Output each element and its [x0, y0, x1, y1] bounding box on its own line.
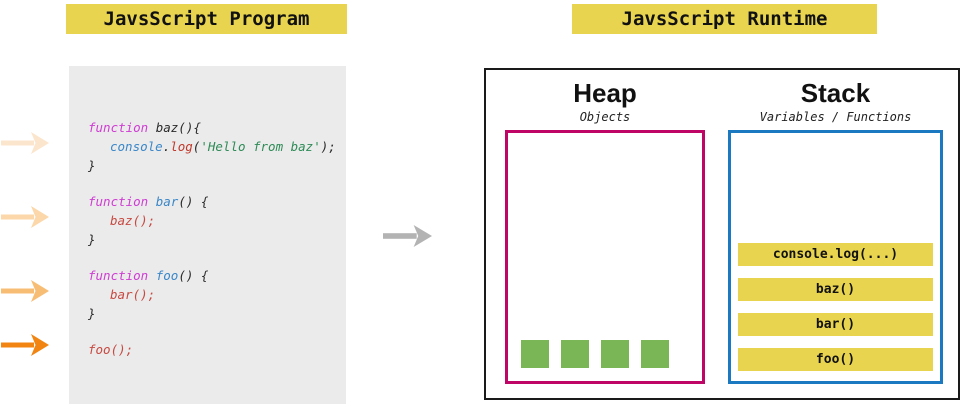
code-token-str: 'Hello from baz' [200, 139, 321, 154]
code-line: foo(); [88, 340, 336, 359]
code-token-kw: function [88, 268, 156, 283]
runtime-panel: Heap Objects Stack Variables / Functions… [484, 68, 960, 400]
code-token-kw: function [88, 120, 156, 135]
code-panel: function baz(){console.log('Hello from b… [69, 66, 346, 404]
program-arrow-3-icon [1, 280, 49, 302]
stack-subheading: Variables / Functions [759, 110, 912, 124]
code-token-kw: function [88, 194, 156, 209]
code-token-plain: } [88, 158, 96, 173]
program-arrow-2-icon [1, 206, 49, 228]
heap-object-square [601, 340, 629, 368]
code-token-plain: baz(){ [155, 120, 201, 135]
runtime-title: JavsScript Runtime [572, 4, 877, 34]
code-line: } [88, 156, 336, 175]
code-token-plain: () { [178, 194, 209, 209]
code-line: function baz(){ [88, 118, 336, 137]
code-line: } [88, 230, 336, 249]
code-token-plain: } [88, 232, 96, 247]
code-token-call: baz(); [110, 213, 156, 228]
program-to-runtime-arrow-icon [383, 225, 432, 247]
code-blank-line [88, 175, 336, 192]
code-token-plain: . [162, 139, 171, 154]
stack-heading: Stack [800, 78, 871, 108]
heap-heading: Heap [573, 78, 637, 108]
heap-box [505, 130, 705, 384]
program-arrow-1-icon [1, 132, 49, 154]
code-token-plain: } [88, 306, 96, 321]
code-blank-line [88, 249, 336, 266]
code-token-name: foo [155, 268, 179, 283]
code-line: function foo() { [88, 266, 336, 285]
stack-frame: baz() [738, 278, 933, 301]
code-line: baz(); [88, 211, 336, 230]
code-line: console.log('Hello from baz'); [88, 137, 336, 156]
call-stack-frames: console.log(...) baz() bar() foo() [738, 243, 933, 371]
stack-frame: bar() [738, 313, 933, 336]
code-line: } [88, 304, 336, 323]
stack-frame: console.log(...) [738, 243, 933, 266]
program-arrow-4-icon [1, 334, 49, 356]
code-block: function baz(){console.log('Hello from b… [88, 118, 336, 359]
code-token-call: foo(); [88, 342, 134, 357]
heap-objects-row [521, 340, 669, 368]
code-token-name: bar [155, 194, 179, 209]
code-token-plain: () { [178, 268, 209, 283]
code-token-call: bar(); [110, 287, 156, 302]
heap-object-square [521, 340, 549, 368]
heap-object-square [641, 340, 669, 368]
code-token-plain: ); [320, 139, 336, 154]
heap-object-square [561, 340, 589, 368]
code-token-obj: console [110, 139, 163, 154]
code-token-fn: log [170, 139, 193, 154]
code-blank-line [88, 323, 336, 340]
heap-subheading: Objects [579, 110, 631, 124]
code-token-plain: ( [192, 139, 201, 154]
stack-box: console.log(...) baz() bar() foo() [728, 130, 943, 384]
stack-frame: foo() [738, 348, 933, 371]
program-title: JavsScript Program [66, 4, 347, 34]
code-line: bar(); [88, 285, 336, 304]
code-line: function bar() { [88, 192, 336, 211]
